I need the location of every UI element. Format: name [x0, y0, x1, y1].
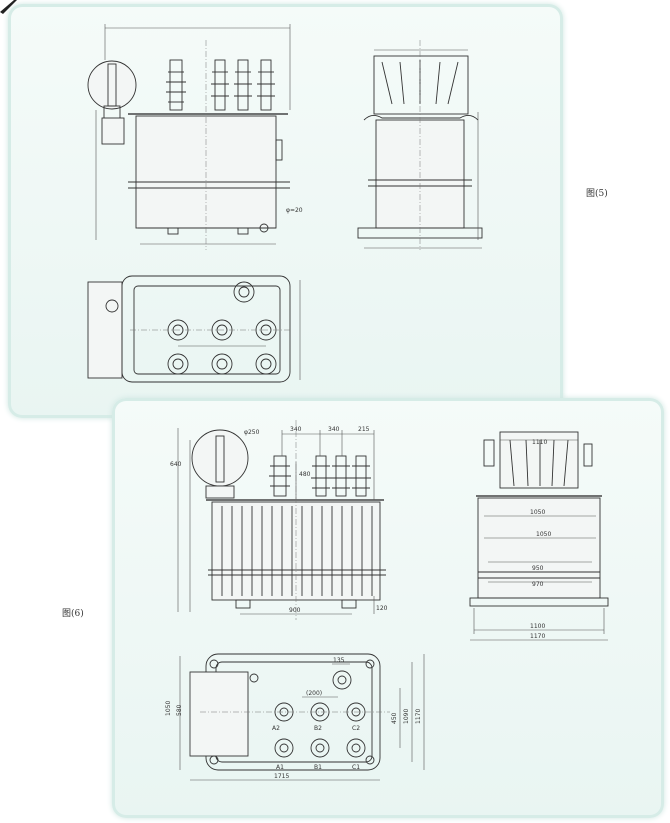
dim-plan-inner-height: 450 — [391, 712, 398, 724]
fig5-front-view: φ=20 — [87, 24, 303, 250]
dim-plan-tank-height: 1050 — [165, 701, 172, 716]
dim-bushing-spacing-a: 340 — [290, 426, 302, 433]
terminal-label-c2: C2 — [352, 725, 360, 732]
figure-6-label: 图(6) — [62, 609, 84, 619]
dim-bushing-height: 480 — [299, 471, 311, 478]
dim-total-width-b: 1170 — [530, 633, 545, 640]
dim-plan-box-height: 580 — [176, 704, 183, 716]
dim-conservator-height: 640 — [170, 461, 182, 468]
dim-plan-height-a: 1090 — [403, 709, 410, 724]
dim-body-width: 950 — [532, 565, 544, 572]
dim-bushing-offset: 215 — [358, 426, 370, 433]
dim-tank-width-inner: 1050 — [536, 531, 551, 538]
terminal-label-c1: C1 — [352, 764, 360, 771]
terminal-label-b1: B1 — [314, 764, 322, 771]
dim-plan-total-length: 1715 — [274, 773, 289, 780]
fig5-plan-view — [87, 275, 301, 383]
dim-total-width-a: 1100 — [530, 623, 545, 630]
dim-foot-offset: 120 — [376, 605, 388, 612]
dim-bushing-spacing-b: 340 — [328, 426, 340, 433]
dim-tank-width-outer: 1050 — [530, 509, 545, 516]
dim-plan-pitch: (200) — [306, 690, 322, 697]
dim-top-cover-width: 1110 — [532, 439, 547, 446]
terminal-label-b2: B2 — [314, 725, 322, 732]
terminal-label-a2: A2 — [272, 725, 280, 732]
dim-plan-hole-offset: 135 — [333, 657, 345, 664]
fig5-side-view — [357, 40, 483, 250]
dim-plan-height-b: 1170 — [415, 709, 422, 724]
figure-5-label: 图(5) — [586, 189, 608, 199]
svg-text:φ=20: φ=20 — [286, 207, 303, 214]
dim-base-width: 900 — [289, 607, 301, 614]
dim-base-frame-width: 970 — [532, 581, 544, 588]
fig6-plan-view — [179, 653, 425, 781]
dim-conservator-diameter: φ250 — [244, 429, 260, 436]
fig6-front-view — [177, 420, 386, 620]
fig6-side-view — [469, 431, 609, 641]
terminal-label-a1: A1 — [276, 764, 284, 771]
corner-mark — [0, 0, 17, 14]
